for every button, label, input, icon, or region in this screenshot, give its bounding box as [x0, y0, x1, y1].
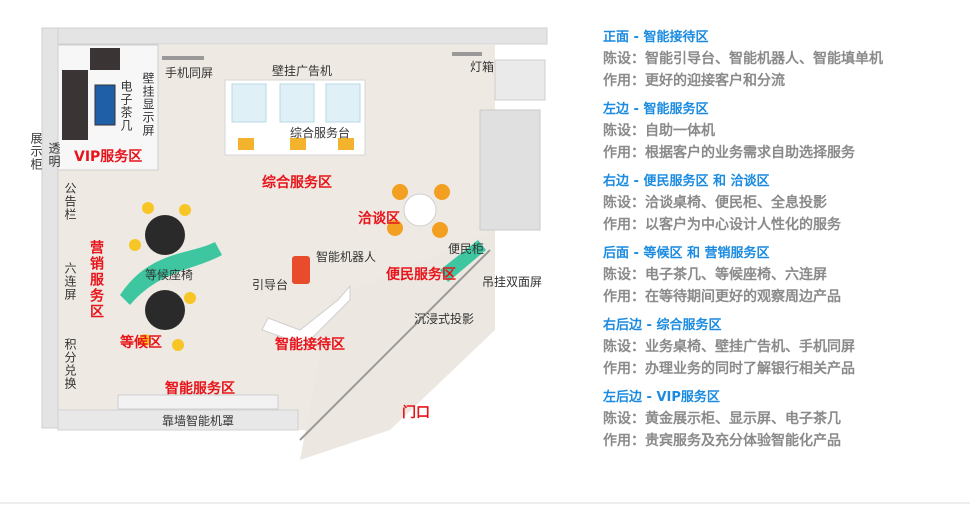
legend-section-1: 正面 - 智能接待区 陈设：智能引导台、智能机器人、智能填单机 作用：更好的迎接… [603, 28, 963, 92]
legend-use: 作用：贵宾服务及充分体验智能化产品 [603, 433, 841, 449]
legend-use: 作用：办理业务的同时了解银行相关产品 [603, 361, 855, 377]
bottom-wall [57, 409, 299, 431]
legend-section-6: 左后边 - VIP服务区 陈设：黄金展示柜、显示屏、电子茶几 作用：贵宾服务及充… [603, 388, 963, 452]
legend-section-2: 左边 - 智能服务区 陈设：自助一体机 作用：根据客户的业务需求自助选择服务 [603, 100, 963, 164]
label-wall-display: 壁挂显示屏 [141, 72, 155, 137]
label-convenience-cabinet: 便民柜 [448, 242, 485, 256]
legend-use: 作用：更好的迎接客户和分流 [603, 73, 785, 89]
vip-display [94, 84, 116, 126]
label-immersive-projection: 沉浸式投影 [414, 312, 475, 326]
legend-use: 作用：在等待期间更好的观察周边产品 [603, 289, 841, 305]
zone-entrance: 门口 [402, 405, 430, 421]
lightbox [452, 52, 482, 56]
zone-smart-reception: 智能接待区 [275, 337, 345, 353]
legend-title: 右后边 - 综合服务区 [603, 318, 722, 333]
legend-section-3: 右边 - 便民服务区 和 洽谈区 陈设：洽谈桌椅、便民柜、全息投影 作用：以客户… [603, 172, 963, 236]
zone-convenience: 便民服务区 [386, 267, 456, 283]
robot [292, 256, 310, 284]
right-column [494, 59, 546, 101]
ad-screen-3 [325, 83, 361, 123]
legend-section-4: 后面 - 等候区 和 营销服务区 陈设：电子茶几、等候座椅、六连屏 作用：在等待… [603, 244, 963, 308]
ad-screen-2 [279, 83, 315, 123]
zone-waiting: 等候区 [120, 335, 162, 351]
legend-items: 陈设：洽谈桌椅、便民柜、全息投影 [603, 195, 827, 211]
entrance-glass-wall [299, 249, 491, 441]
zone-smart-service: 智能服务区 [165, 381, 235, 397]
negotiation-table [403, 193, 437, 227]
waiting-seat [120, 242, 222, 305]
legend-title: 正面 - 智能接待区 [603, 30, 709, 45]
label-waiting-seats: 等候座椅 [145, 268, 194, 282]
label-six-screen: 六连屏 [63, 262, 77, 301]
legend-use: 作用：以客户为中心设计人性化的服务 [603, 217, 841, 233]
zone-vip: VIP服务区 [74, 149, 143, 165]
top-wall [41, 27, 548, 45]
legend: 正面 - 智能接待区 陈设：智能引导台、智能机器人、智能填单机 作用：更好的迎接… [603, 28, 963, 460]
label-bulletin-board: 公告栏 [63, 182, 77, 221]
zone-negotiation: 洽谈区 [358, 211, 400, 227]
tea-table-2 [145, 290, 185, 330]
ad-screen-1 [231, 83, 267, 123]
legend-title: 左边 - 智能服务区 [603, 102, 709, 117]
floor-plan-drawing [41, 27, 548, 460]
label-transparent: 透明 [47, 142, 61, 168]
legend-items: 陈设：黄金展示柜、显示屏、电子茶几 [603, 411, 841, 427]
legend-items: 陈设：电子茶几、等候座椅、六连屏 [603, 267, 827, 283]
label-display-cabinet: 展示柜 [29, 132, 43, 171]
label-wall-ad: 壁挂广告机 [272, 64, 333, 78]
counter-chair-3 [338, 138, 354, 150]
label-robot: 智能机器人 [316, 250, 377, 264]
label-wall-machines: 靠墙智能机罩 [162, 414, 235, 428]
legend-section-5: 右后边 - 综合服务区 陈设：业务桌椅、壁挂广告机、手机同屏 作用：办理业务的同… [603, 316, 963, 380]
legend-title: 后面 - 等候区 和 营销服务区 [603, 246, 770, 261]
label-phone-mirror: 手机同屏 [165, 66, 214, 80]
legend-title: 右边 - 便民服务区 和 洽谈区 [603, 174, 770, 189]
zone-comprehensive: 综合服务区 [262, 175, 332, 191]
label-e-tea-table: 电子茶几 [119, 80, 133, 132]
zone-marketing: 营销服务区 [88, 240, 104, 320]
self-service-machines [117, 394, 279, 410]
label-hanging-screen: 吊挂双面屏 [482, 275, 543, 289]
vip-sofa-left [62, 70, 88, 140]
tea-table-1 [145, 215, 185, 255]
legend-title: 左后边 - VIP服务区 [603, 390, 720, 405]
legend-items: 陈设：智能引导台、智能机器人、智能填单机 [603, 51, 883, 67]
guide-desk [261, 284, 351, 346]
floor-plan: 手机同屏 壁挂广告机 灯箱 电子茶几 壁挂显示屏 展示柜 透明 综合服务台 公告… [29, 27, 548, 460]
bottom-divider [0, 502, 970, 504]
counter-chair-1 [238, 138, 254, 150]
legend-items: 陈设：自助一体机 [603, 123, 715, 139]
entrance-floor [300, 230, 495, 460]
label-points-exchange: 积分兑换 [63, 338, 77, 390]
label-service-desk: 综合服务台 [290, 126, 351, 140]
legend-items: 陈设：业务桌椅、壁挂广告机、手机同屏 [603, 339, 855, 355]
vip-sofa-top [90, 48, 120, 70]
legend-use: 作用：根据客户的业务需求自助选择服务 [603, 145, 855, 161]
label-guide-desk: 引导台 [252, 278, 289, 292]
right-structure [479, 109, 541, 231]
phone-mirror-screen [162, 56, 204, 60]
convenience-cabinet [440, 240, 486, 282]
label-lightbox: 灯箱 [470, 60, 495, 74]
left-wall [41, 27, 59, 429]
counter-chair-2 [290, 138, 306, 150]
